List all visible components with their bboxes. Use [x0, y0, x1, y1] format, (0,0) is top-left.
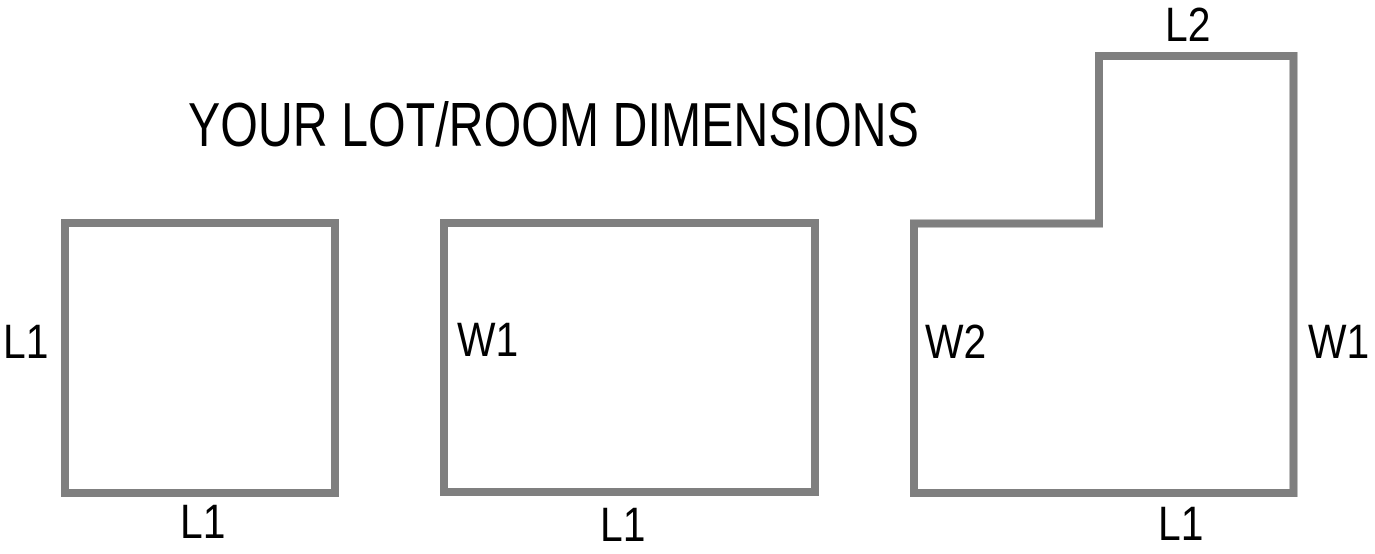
l-shape-bottom-dimension-label: L1	[1158, 498, 1204, 551]
l-shape-inside-dimension-label: W2	[925, 316, 987, 369]
square-shape	[61, 219, 339, 497]
l-shape-path	[910, 52, 1298, 497]
rectangle-bottom-dimension-label: L1	[600, 499, 646, 552]
page-title: YOUR LOT/ROOM DIMENSIONS	[188, 91, 919, 160]
l-shape-top-dimension-label: L2	[1165, 0, 1211, 52]
rectangle-shape	[440, 219, 819, 496]
square-left-dimension-label: L1	[3, 316, 49, 369]
l-shape-right-dimension-label: W1	[1308, 316, 1370, 369]
square-bottom-dimension-label: L1	[180, 496, 226, 549]
rectangle-width-dimension-label: W1	[457, 314, 519, 367]
